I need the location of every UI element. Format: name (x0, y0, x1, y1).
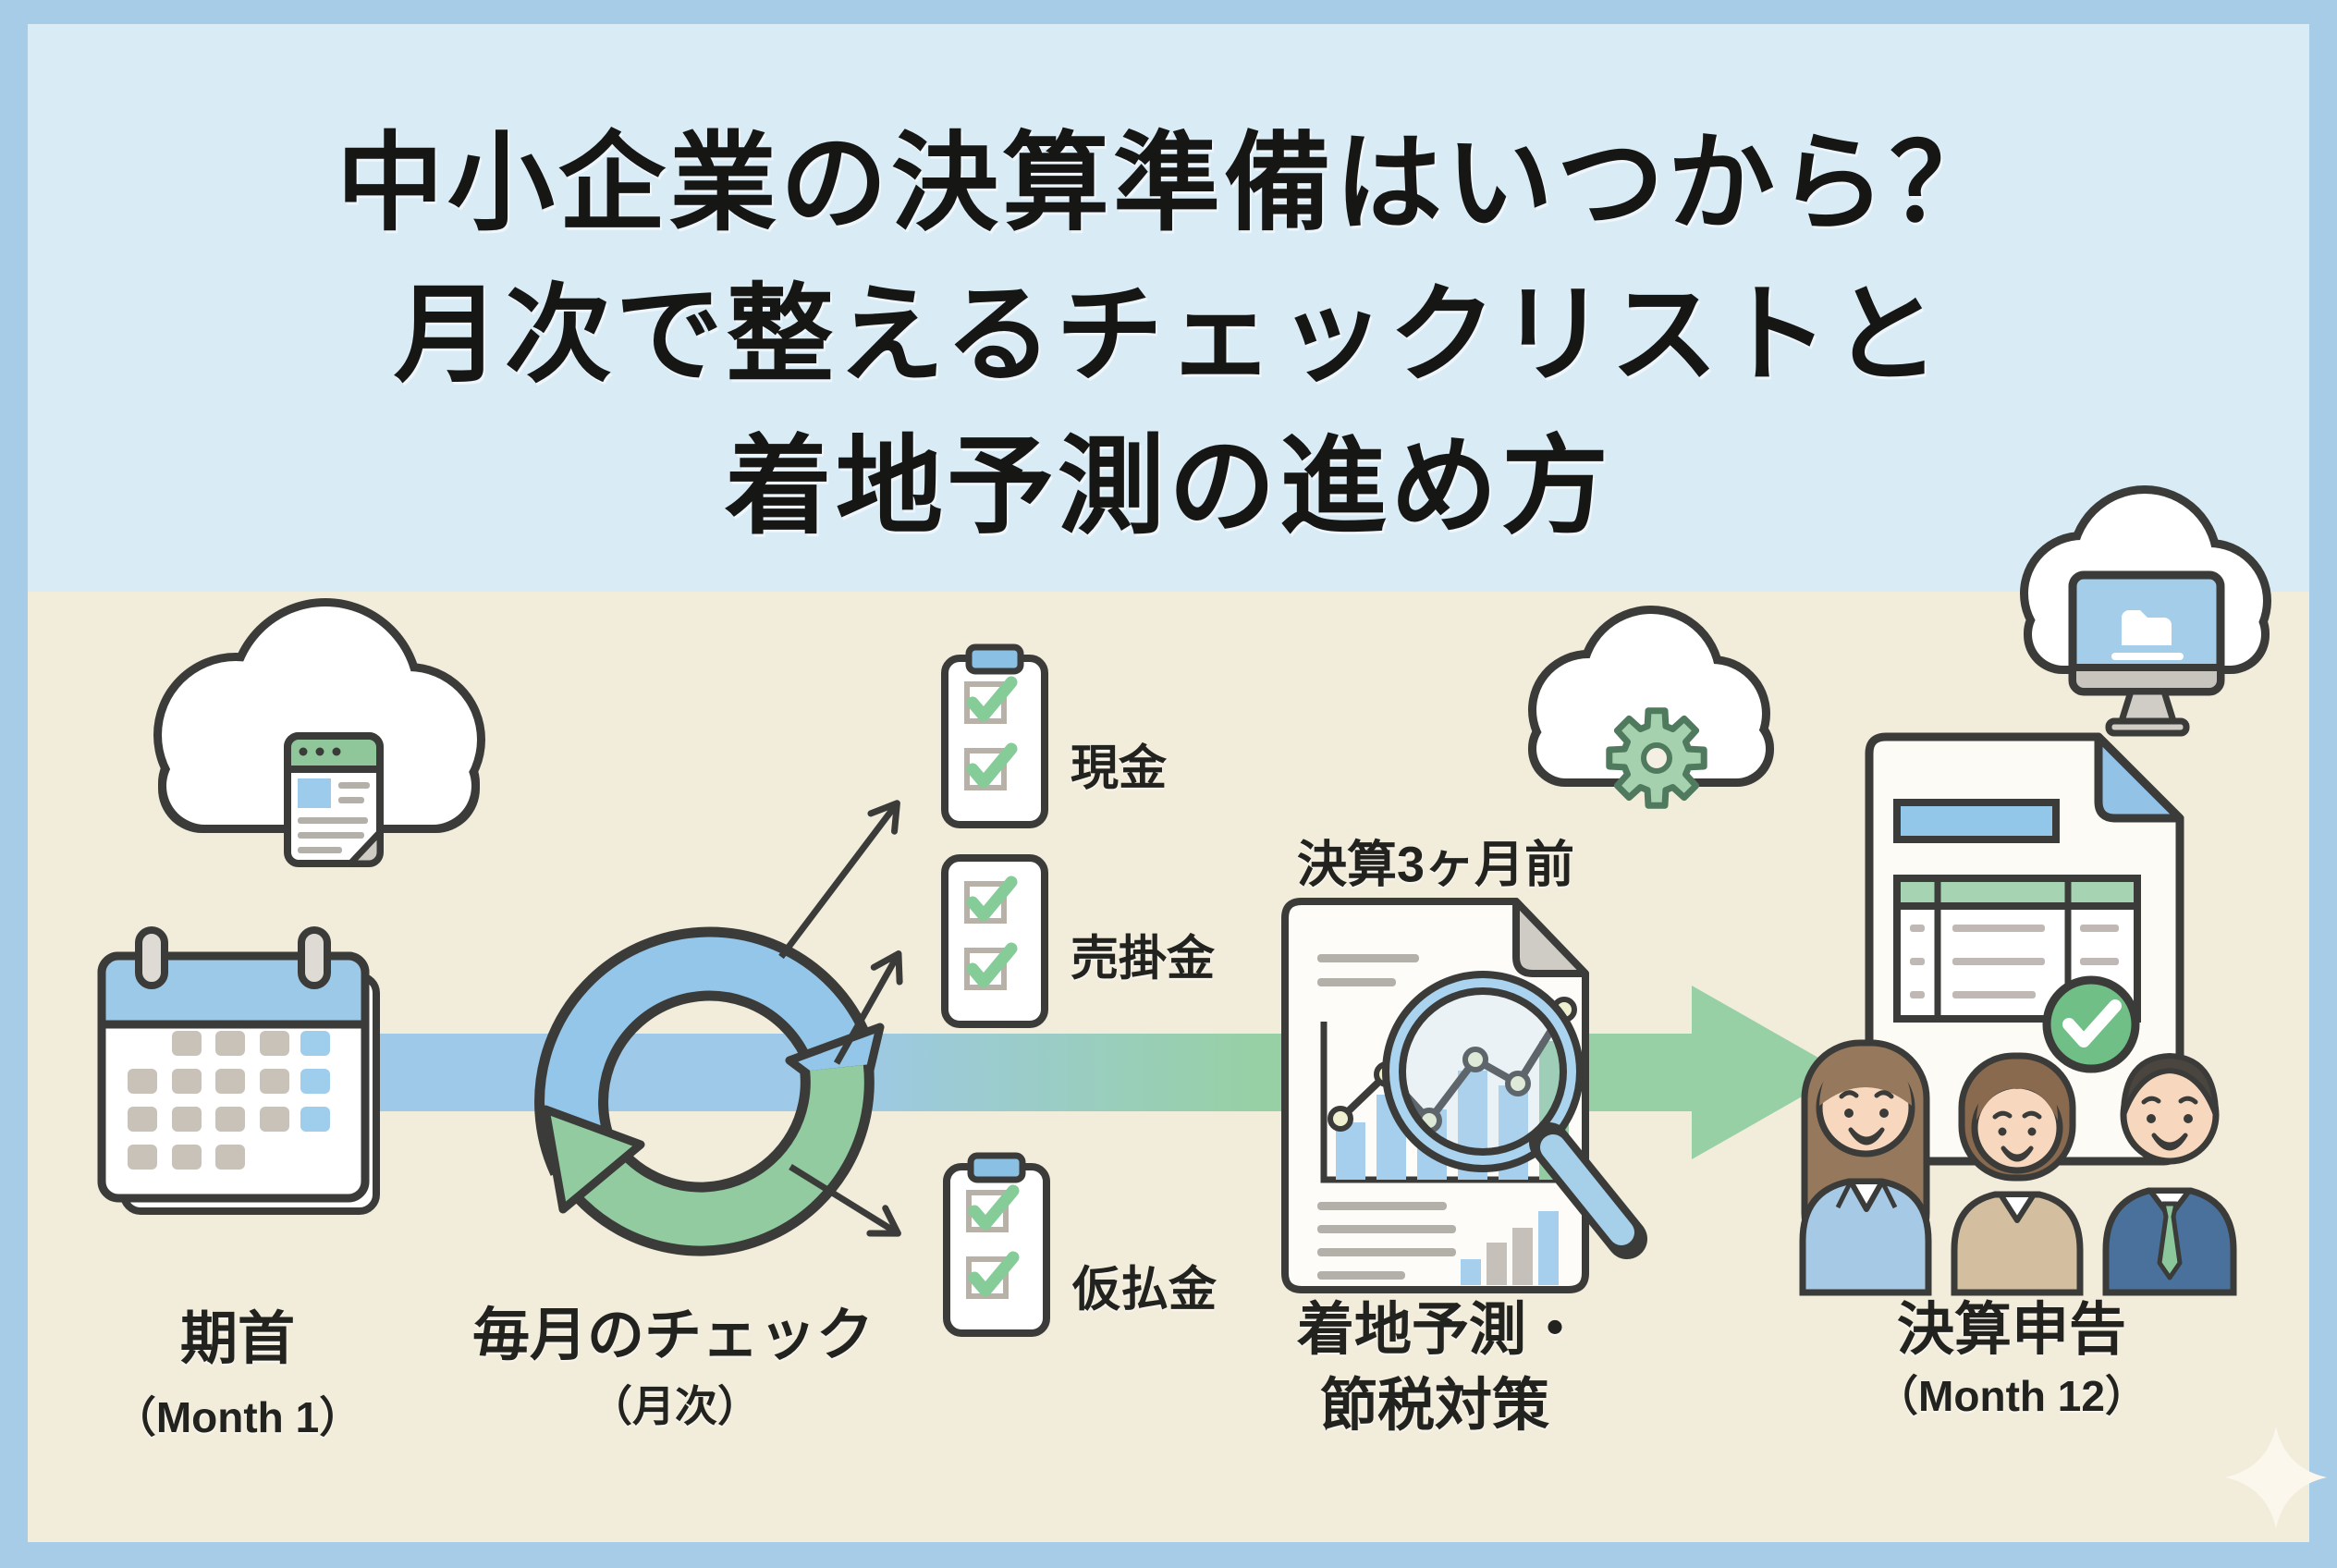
cycle-arrows-icon (534, 926, 885, 1256)
magnifier-icon (1382, 971, 1647, 1259)
calendar-icon (97, 926, 380, 1215)
gear-icon (1606, 707, 1707, 809)
team-icon (1799, 1039, 2237, 1296)
person-woman-middle (1951, 1052, 2084, 1296)
filing-document-icon (1865, 732, 2184, 1166)
cloud-document-icon (153, 598, 485, 867)
title-panel (28, 24, 2309, 592)
browser-document-icon (284, 732, 384, 867)
check-circle-icon (2042, 975, 2140, 1073)
report-magnifier-icon (1281, 898, 1647, 1293)
sparkle-icon (2225, 1427, 2327, 1528)
person-woman-left (1799, 1039, 1932, 1296)
clipboard-check-icon-receivables (941, 854, 1048, 1028)
cloud-computer-icon (2020, 485, 2271, 737)
computer-monitor-icon (2068, 570, 2225, 737)
cloud-gear-icon (1528, 606, 1774, 809)
person-man-right (2102, 1053, 2237, 1296)
clipboard-check-icon-advances (943, 1152, 1050, 1337)
connector-arrows (778, 800, 903, 1237)
clipboard-check-icon-cash (941, 643, 1048, 828)
timeline-arrow-band (333, 986, 1844, 1159)
